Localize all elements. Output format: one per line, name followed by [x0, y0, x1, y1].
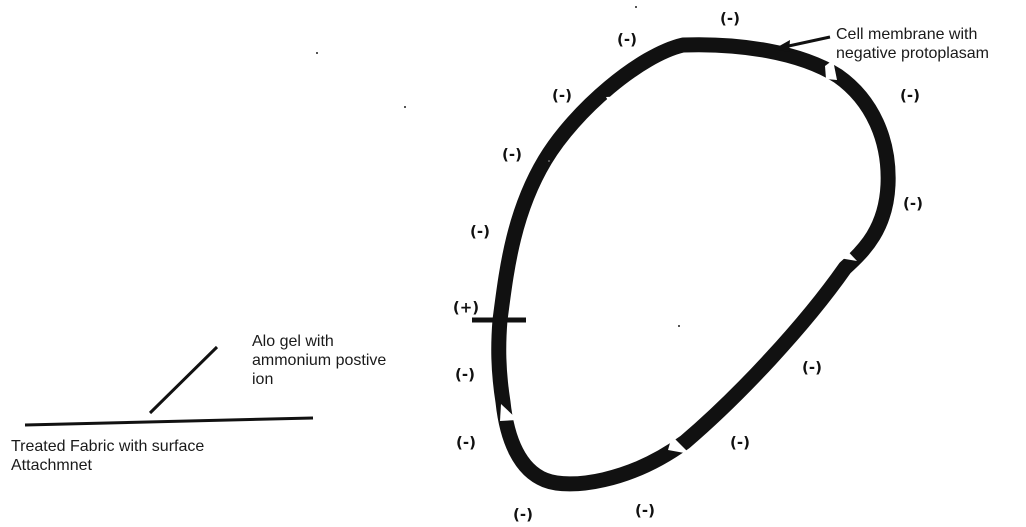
membrane-notch: [825, 60, 837, 80]
membrane-label-line-1: Cell membrane with: [836, 26, 978, 43]
fabric-label-line-2: Attachmnet: [11, 457, 92, 474]
charge-marker-lower-left-2: (-): [456, 433, 476, 452]
scan-speck: [635, 6, 637, 8]
charge-marker-upper-left-1: (-): [617, 30, 637, 49]
charge-marker-right-2: (-): [900, 86, 920, 105]
membrane-pore: [500, 404, 518, 421]
charge-marker-left-1: (-): [502, 145, 522, 164]
charge-marker-positive-site: (+): [452, 298, 480, 317]
membrane-pore: [606, 96, 628, 111]
membrane-label-line-2: negative protoplasam: [836, 45, 989, 62]
membrane-pore: [839, 244, 857, 261]
charge-marker-bottom-1: (-): [513, 505, 533, 524]
gel-label-line-1: Alo gel with: [252, 333, 334, 350]
gel-label-line-3: ion: [252, 371, 274, 388]
membrane-pore: [668, 436, 690, 454]
fabric-label: Treated Fabric with surface Attachmnet: [11, 437, 204, 475]
charge-marker-top: (-): [720, 9, 740, 28]
fabric-surface-line: [24, 416, 314, 427]
scan-speck: [316, 52, 318, 54]
membrane-label: Cell membrane with negative protoplasam: [836, 25, 989, 63]
charge-marker-bottom-2: (-): [635, 501, 655, 520]
gel-leader-line: [148, 345, 219, 415]
membrane-label-arrowhead: [774, 40, 790, 52]
gel-label-line-2: ammonium postive: [252, 352, 387, 369]
charge-marker-upper-left-2: (-): [552, 86, 572, 105]
charge-marker-lower-left-1: (-): [455, 365, 475, 384]
fabric-label-line-1: Treated Fabric with surface: [11, 438, 205, 455]
scan-speck: [404, 106, 406, 108]
charge-marker-lower-right: (-): [730, 433, 750, 452]
charge-marker-left-2: (-): [470, 222, 490, 241]
scan-speck: [548, 160, 550, 162]
charge-marker-right-mid: (-): [802, 358, 822, 377]
charge-marker-right-1: (-): [903, 194, 923, 213]
membrane-label-arrow: [783, 35, 831, 49]
scan-speck: [678, 325, 680, 327]
cell-membrane: [491, 37, 896, 492]
gel-label: Alo gel with ammonium postive ion: [252, 332, 386, 389]
